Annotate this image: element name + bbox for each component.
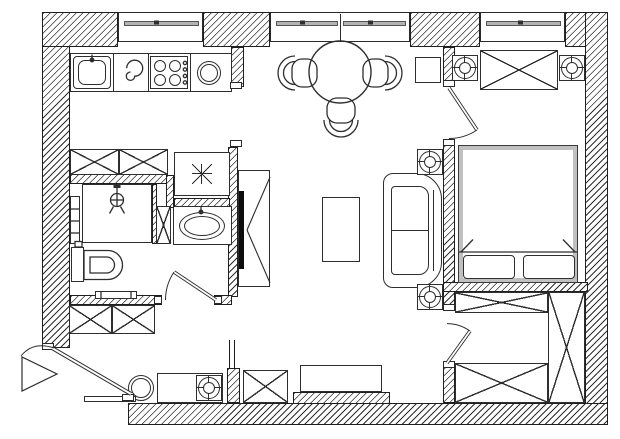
living-window-glazing-right bbox=[343, 21, 406, 26]
bath-mat bbox=[95, 291, 137, 299]
stove-burner-1 bbox=[154, 60, 166, 72]
entrance-jamb-top bbox=[42, 343, 54, 350]
dining-set bbox=[277, 40, 403, 138]
kitchen-passage-jamb-bottom bbox=[230, 140, 242, 147]
counter-divider-2 bbox=[148, 54, 149, 91]
stove-burner-4 bbox=[169, 74, 181, 86]
lamp-cross-icon bbox=[560, 56, 584, 80]
wall-left bbox=[42, 12, 70, 348]
kitchen-sink-basin bbox=[78, 60, 106, 85]
shower-enclosure bbox=[82, 184, 152, 243]
closet-door-jamb-bottom bbox=[443, 361, 455, 368]
dining-chair-left bbox=[277, 55, 318, 91]
bathroom-narrow-cabinet-x bbox=[156, 206, 171, 244]
bedroom-dresser-x bbox=[480, 50, 558, 90]
hall-partition-screen bbox=[229, 340, 235, 368]
bedroom-lamp-left bbox=[452, 55, 478, 81]
bedroom-door-jamb-bottom bbox=[443, 139, 455, 146]
closet-wardrobe-east-x bbox=[548, 292, 585, 403]
entrance-marker bbox=[21, 356, 59, 392]
sofa-seat-divider bbox=[392, 230, 428, 231]
living-window-glazing-left bbox=[276, 21, 338, 26]
bedroom-door-arc bbox=[448, 129, 478, 139]
wall-top-living-bedroom bbox=[410, 12, 480, 47]
sofa-back-line bbox=[433, 190, 434, 271]
bathroom-door-jamb-left bbox=[154, 296, 162, 304]
coffee-table bbox=[322, 197, 360, 262]
pillow-left bbox=[463, 255, 515, 279]
counter-divider-3 bbox=[190, 54, 191, 91]
closet-door-arc bbox=[446, 323, 471, 332]
dining-chair-right bbox=[362, 55, 403, 91]
sofa-lamp-bottom bbox=[417, 284, 443, 310]
round-appliance-inner bbox=[200, 64, 218, 82]
hall-lamp-symbol bbox=[196, 375, 222, 401]
stove-burner-2 bbox=[169, 60, 181, 72]
south-bench bbox=[300, 365, 382, 392]
bedroom-door-jamb-top bbox=[443, 80, 455, 87]
bathroom-door-arc bbox=[165, 271, 175, 301]
wall-bottom-ledge bbox=[293, 392, 390, 404]
refrigerator-snowflake-icon bbox=[192, 164, 212, 184]
dining-side-table bbox=[415, 57, 441, 83]
kitchen-cabinet-x-2 bbox=[119, 149, 168, 175]
counter-divider-1 bbox=[113, 54, 114, 91]
entrance-jamb-bottom bbox=[122, 394, 134, 401]
closet-door-jamb-top bbox=[443, 304, 455, 311]
living-room-window bbox=[270, 12, 410, 42]
ladder-radiator bbox=[70, 196, 80, 244]
bedroom-door bbox=[447, 87, 479, 139]
closet-door bbox=[445, 323, 472, 365]
washbasin-oval-inner bbox=[184, 216, 220, 236]
wall-hallway-stub bbox=[227, 368, 240, 403]
bedroom-lamp-right bbox=[559, 55, 585, 81]
kitchen-cabinet-x-1 bbox=[70, 149, 119, 175]
wall-bed-closet bbox=[443, 282, 588, 292]
wall-top-left-block bbox=[42, 12, 118, 47]
pouf-inner bbox=[131, 378, 151, 398]
kitchen-window-glazing bbox=[124, 21, 199, 26]
entrance-door bbox=[20, 345, 133, 396]
pillow-right bbox=[523, 255, 575, 279]
bathroom-door-jamb-right bbox=[214, 296, 222, 304]
hall-wardrobe-x-2 bbox=[112, 305, 155, 334]
wall-bottom bbox=[128, 403, 608, 425]
wall-right bbox=[585, 12, 608, 425]
stove-burner-3 bbox=[154, 74, 166, 86]
bedroom-window-glazing bbox=[486, 21, 561, 26]
entry-triangle-icon bbox=[21, 356, 59, 392]
toilet-bowl bbox=[83, 249, 124, 281]
bathroom-door bbox=[165, 270, 217, 302]
toilet-bowl-inner bbox=[89, 256, 116, 274]
lamp-cross-icon bbox=[453, 56, 477, 80]
sofa-lamp-top bbox=[417, 149, 443, 175]
dining-chair-bottom bbox=[323, 97, 359, 138]
closet-wardrobe-north-x bbox=[455, 292, 548, 313]
lamp-cross-icon bbox=[197, 376, 221, 400]
living-window-mullion bbox=[340, 14, 341, 41]
lamp-cross-icon bbox=[418, 150, 442, 174]
dining-table bbox=[308, 40, 372, 104]
doormat bbox=[84, 396, 136, 402]
closet-wardrobe-south-x bbox=[455, 363, 548, 403]
kitchen-window bbox=[118, 12, 203, 42]
wall-bath-top-a bbox=[70, 174, 168, 184]
hall-wardrobe-x-1 bbox=[69, 305, 112, 334]
kitchen-passage-jamb-top bbox=[230, 82, 242, 89]
south-cabinet-x bbox=[243, 370, 288, 403]
wall-top-kitchen-living bbox=[203, 12, 270, 47]
tv-panel bbox=[239, 191, 244, 269]
lamp-cross-icon bbox=[418, 285, 442, 309]
toilet-cistern bbox=[71, 247, 84, 282]
wall-bath-top-b bbox=[166, 175, 174, 208]
wall-kitchen-divider-upper bbox=[231, 47, 244, 87]
bedroom-window bbox=[480, 12, 565, 42]
